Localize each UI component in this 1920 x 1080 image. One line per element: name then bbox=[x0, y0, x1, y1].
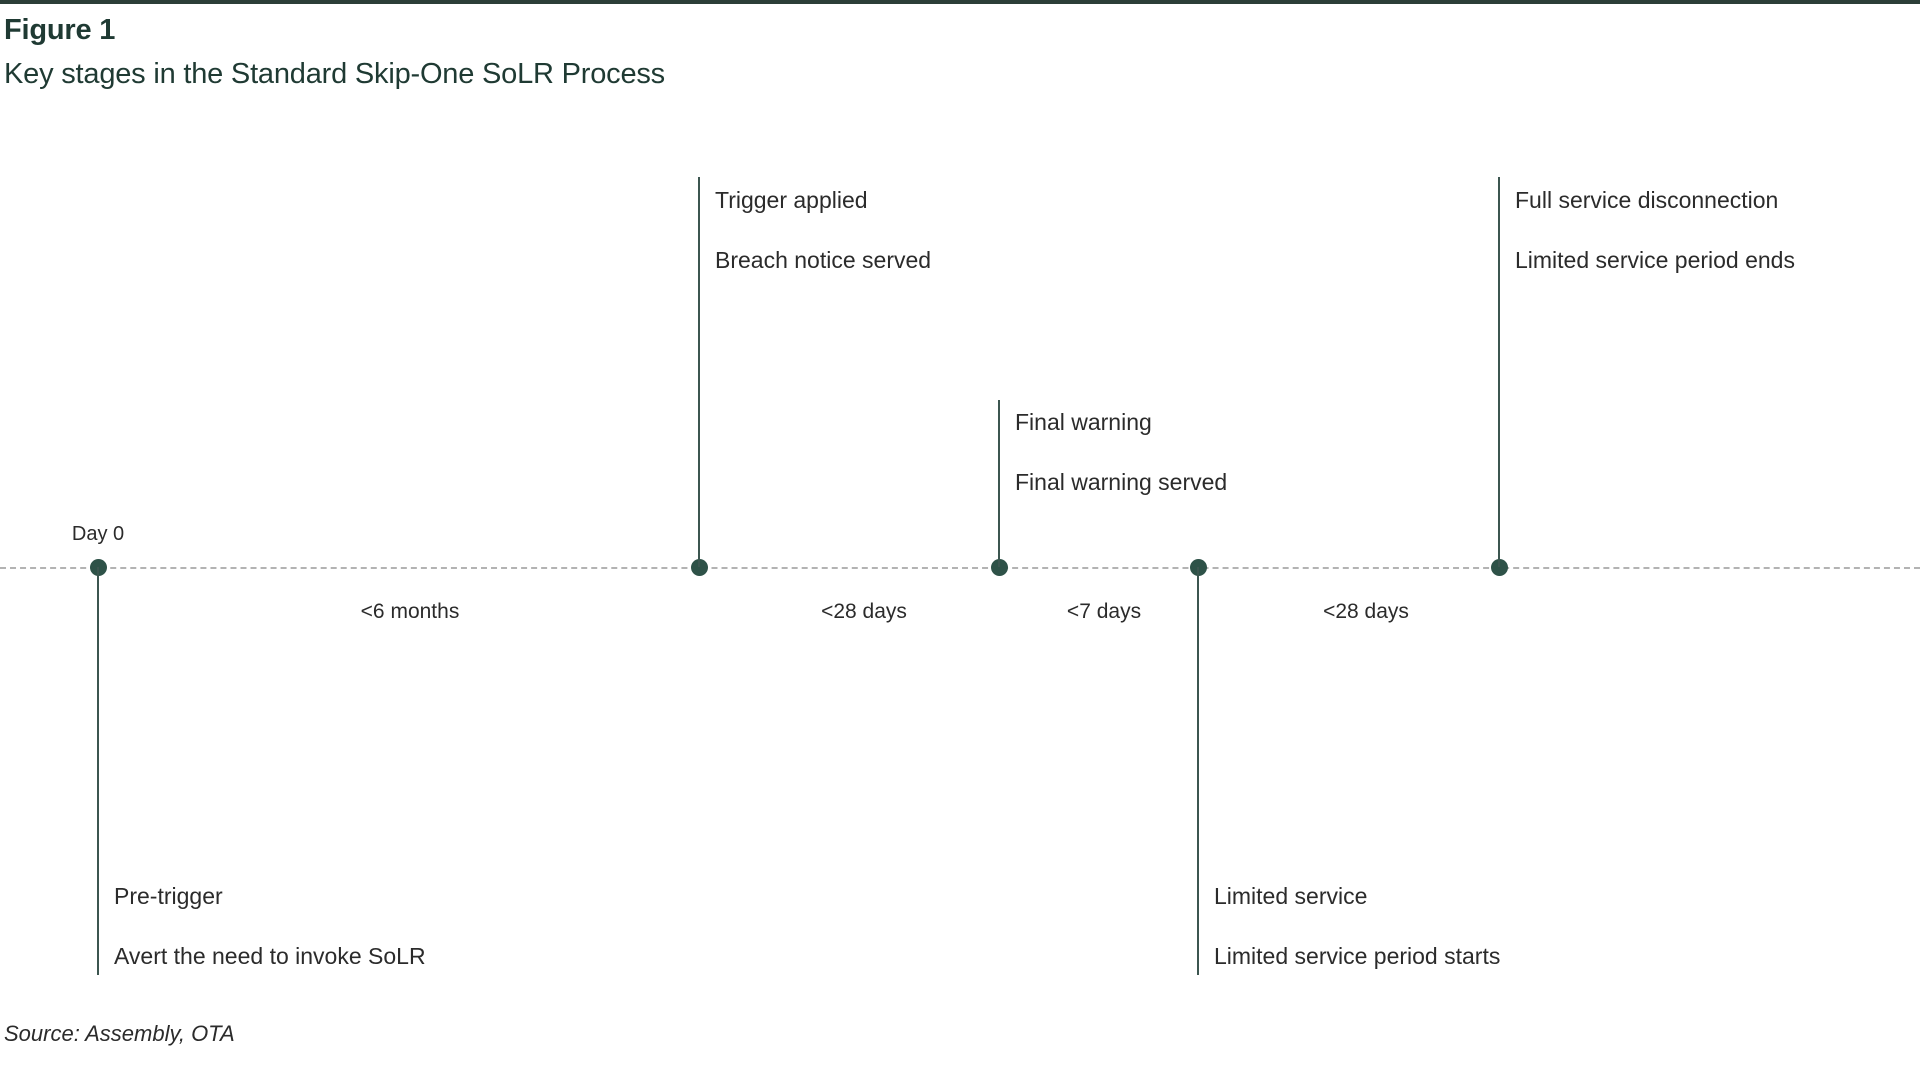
marker-stage-name: Pre-trigger bbox=[114, 883, 223, 909]
marker-stage-detail: Breach notice served bbox=[715, 247, 932, 273]
marker-dot-icon bbox=[1490, 559, 1508, 576]
timeline-axis bbox=[0, 567, 1920, 569]
figure-label: Figure 1 bbox=[4, 14, 116, 46]
chart-header: Figure 1 Key stages in the Standard Skip… bbox=[4, 12, 1804, 94]
marker-stage-name: Trigger applied bbox=[715, 187, 868, 213]
marker-stem-line bbox=[1197, 567, 1199, 975]
top-accent-rule bbox=[0, 0, 1920, 4]
marker-stage-detail: Final warning served bbox=[1015, 469, 1228, 495]
marker-dot-icon bbox=[690, 559, 708, 576]
marker-stage-detail: Avert the need to invoke SoLR bbox=[114, 943, 426, 969]
page-title: Key stages in the Standard Skip-One SoLR… bbox=[4, 58, 665, 90]
interval-label-interval-1: <6 months bbox=[360, 600, 460, 623]
marker-dot-icon bbox=[990, 559, 1008, 576]
marker-stage-detail: Limited service period starts bbox=[1214, 943, 1501, 969]
marker-stage-detail: Limited service period ends bbox=[1515, 247, 1795, 273]
interval-label-interval-2: <28 days bbox=[821, 600, 907, 623]
marker-stage-name: Final warning bbox=[1015, 409, 1152, 435]
marker-stem-line bbox=[1498, 177, 1500, 567]
marker-stem-line bbox=[998, 400, 1000, 567]
marker-stem-line bbox=[97, 567, 99, 975]
marker-stem-line bbox=[698, 177, 700, 567]
day-zero-caption: Day 0 bbox=[71, 523, 125, 545]
marker-stage-name: Full service disconnection bbox=[1515, 187, 1779, 213]
interval-label-interval-4: <28 days bbox=[1323, 600, 1409, 623]
interval-label-interval-3: <7 days bbox=[1066, 600, 1142, 623]
source-note: Source: Assembly, OTA bbox=[4, 1021, 235, 1046]
marker-stage-name: Limited service bbox=[1214, 883, 1368, 909]
